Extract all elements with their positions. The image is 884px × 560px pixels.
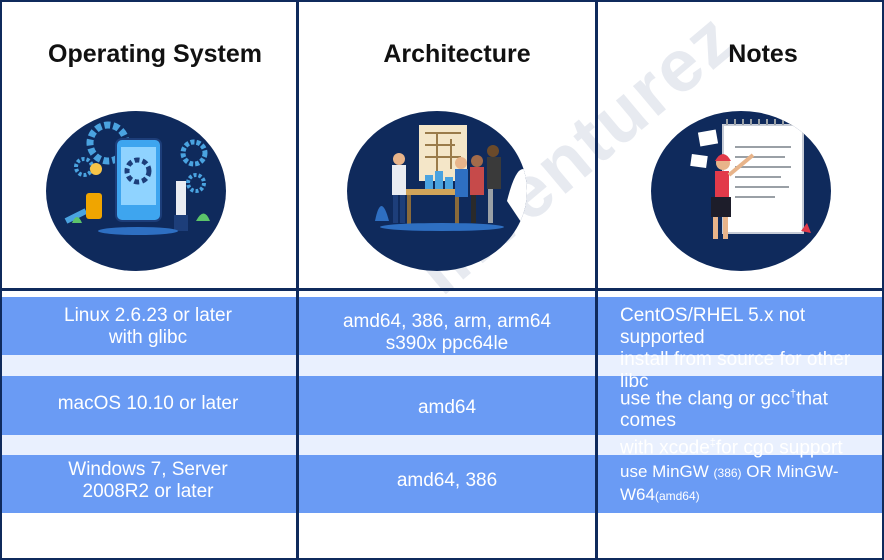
architecture-illustration (347, 111, 527, 271)
notes-illustration (651, 111, 831, 271)
row-1-os-line1: Linux 2.6.23 or later (64, 305, 232, 326)
row-2-os-line1: macOS 10.10 or later (57, 393, 239, 414)
row-3-arch-line1: amd64, 386 (396, 470, 498, 491)
operating-system-illustration (46, 111, 226, 271)
column-divider-2 (595, 0, 598, 560)
row-3-os-line1: Windows 7, Server (68, 459, 228, 480)
column-divider-1 (296, 0, 299, 560)
row-3-os: Windows 7, Server 2008R2 or later (0, 459, 296, 503)
row-band-1 (0, 297, 884, 355)
row-2-notes-line2: with xcode‡for cgo support (620, 437, 843, 459)
row-1-notes-line1: CentOS/RHEL 5.x not supported (620, 305, 806, 348)
row-band-3 (0, 455, 884, 513)
row-3-os-line2: 2008R2 or later (82, 481, 214, 502)
header-architecture: Architecture (383, 40, 531, 68)
row-1-arch-line2: s390x ppc64le (385, 333, 509, 354)
row-gap-2 (0, 435, 884, 455)
row-1-arch: amd64, 386, arm, arm64 s390x ppc64le (299, 311, 595, 355)
row-gap-1 (0, 355, 884, 376)
row-1-os: Linux 2.6.23 or later with glibc (0, 305, 296, 349)
header-divider (0, 288, 884, 291)
row-1-arch-line1: amd64, 386, arm, arm64 (342, 311, 552, 332)
row-3-arch: amd64, 386 (299, 470, 595, 492)
row-2-notes: use the clang or gcc†that comes with xco… (620, 383, 882, 460)
row-2-os: macOS 10.10 or later (0, 393, 296, 415)
row-3-notes: use MinGW (386) OR MinGW-W64(amd64) gcc†… (620, 461, 882, 534)
row-3-notes-line2: gcc†No need for cygwin or msys. (620, 512, 868, 532)
row-2-arch-line1: amd64 (417, 397, 477, 418)
row-3-notes-line1: use MinGW (386) OR MinGW-W64(amd64) (620, 462, 839, 504)
header-operating-system: Operating System (48, 40, 262, 68)
row-1-os-line2: with glibc (108, 327, 188, 348)
row-2-notes-line1: use the clang or gcc†that comes (620, 388, 828, 432)
row-band-2 (0, 376, 884, 435)
row-1-notes-line2: install from source for other libc (620, 349, 851, 392)
row-1-notes: CentOS/RHEL 5.x not supported install fr… (620, 305, 880, 393)
row-2-arch: amd64 (299, 397, 595, 419)
header-notes: Notes (728, 40, 798, 68)
